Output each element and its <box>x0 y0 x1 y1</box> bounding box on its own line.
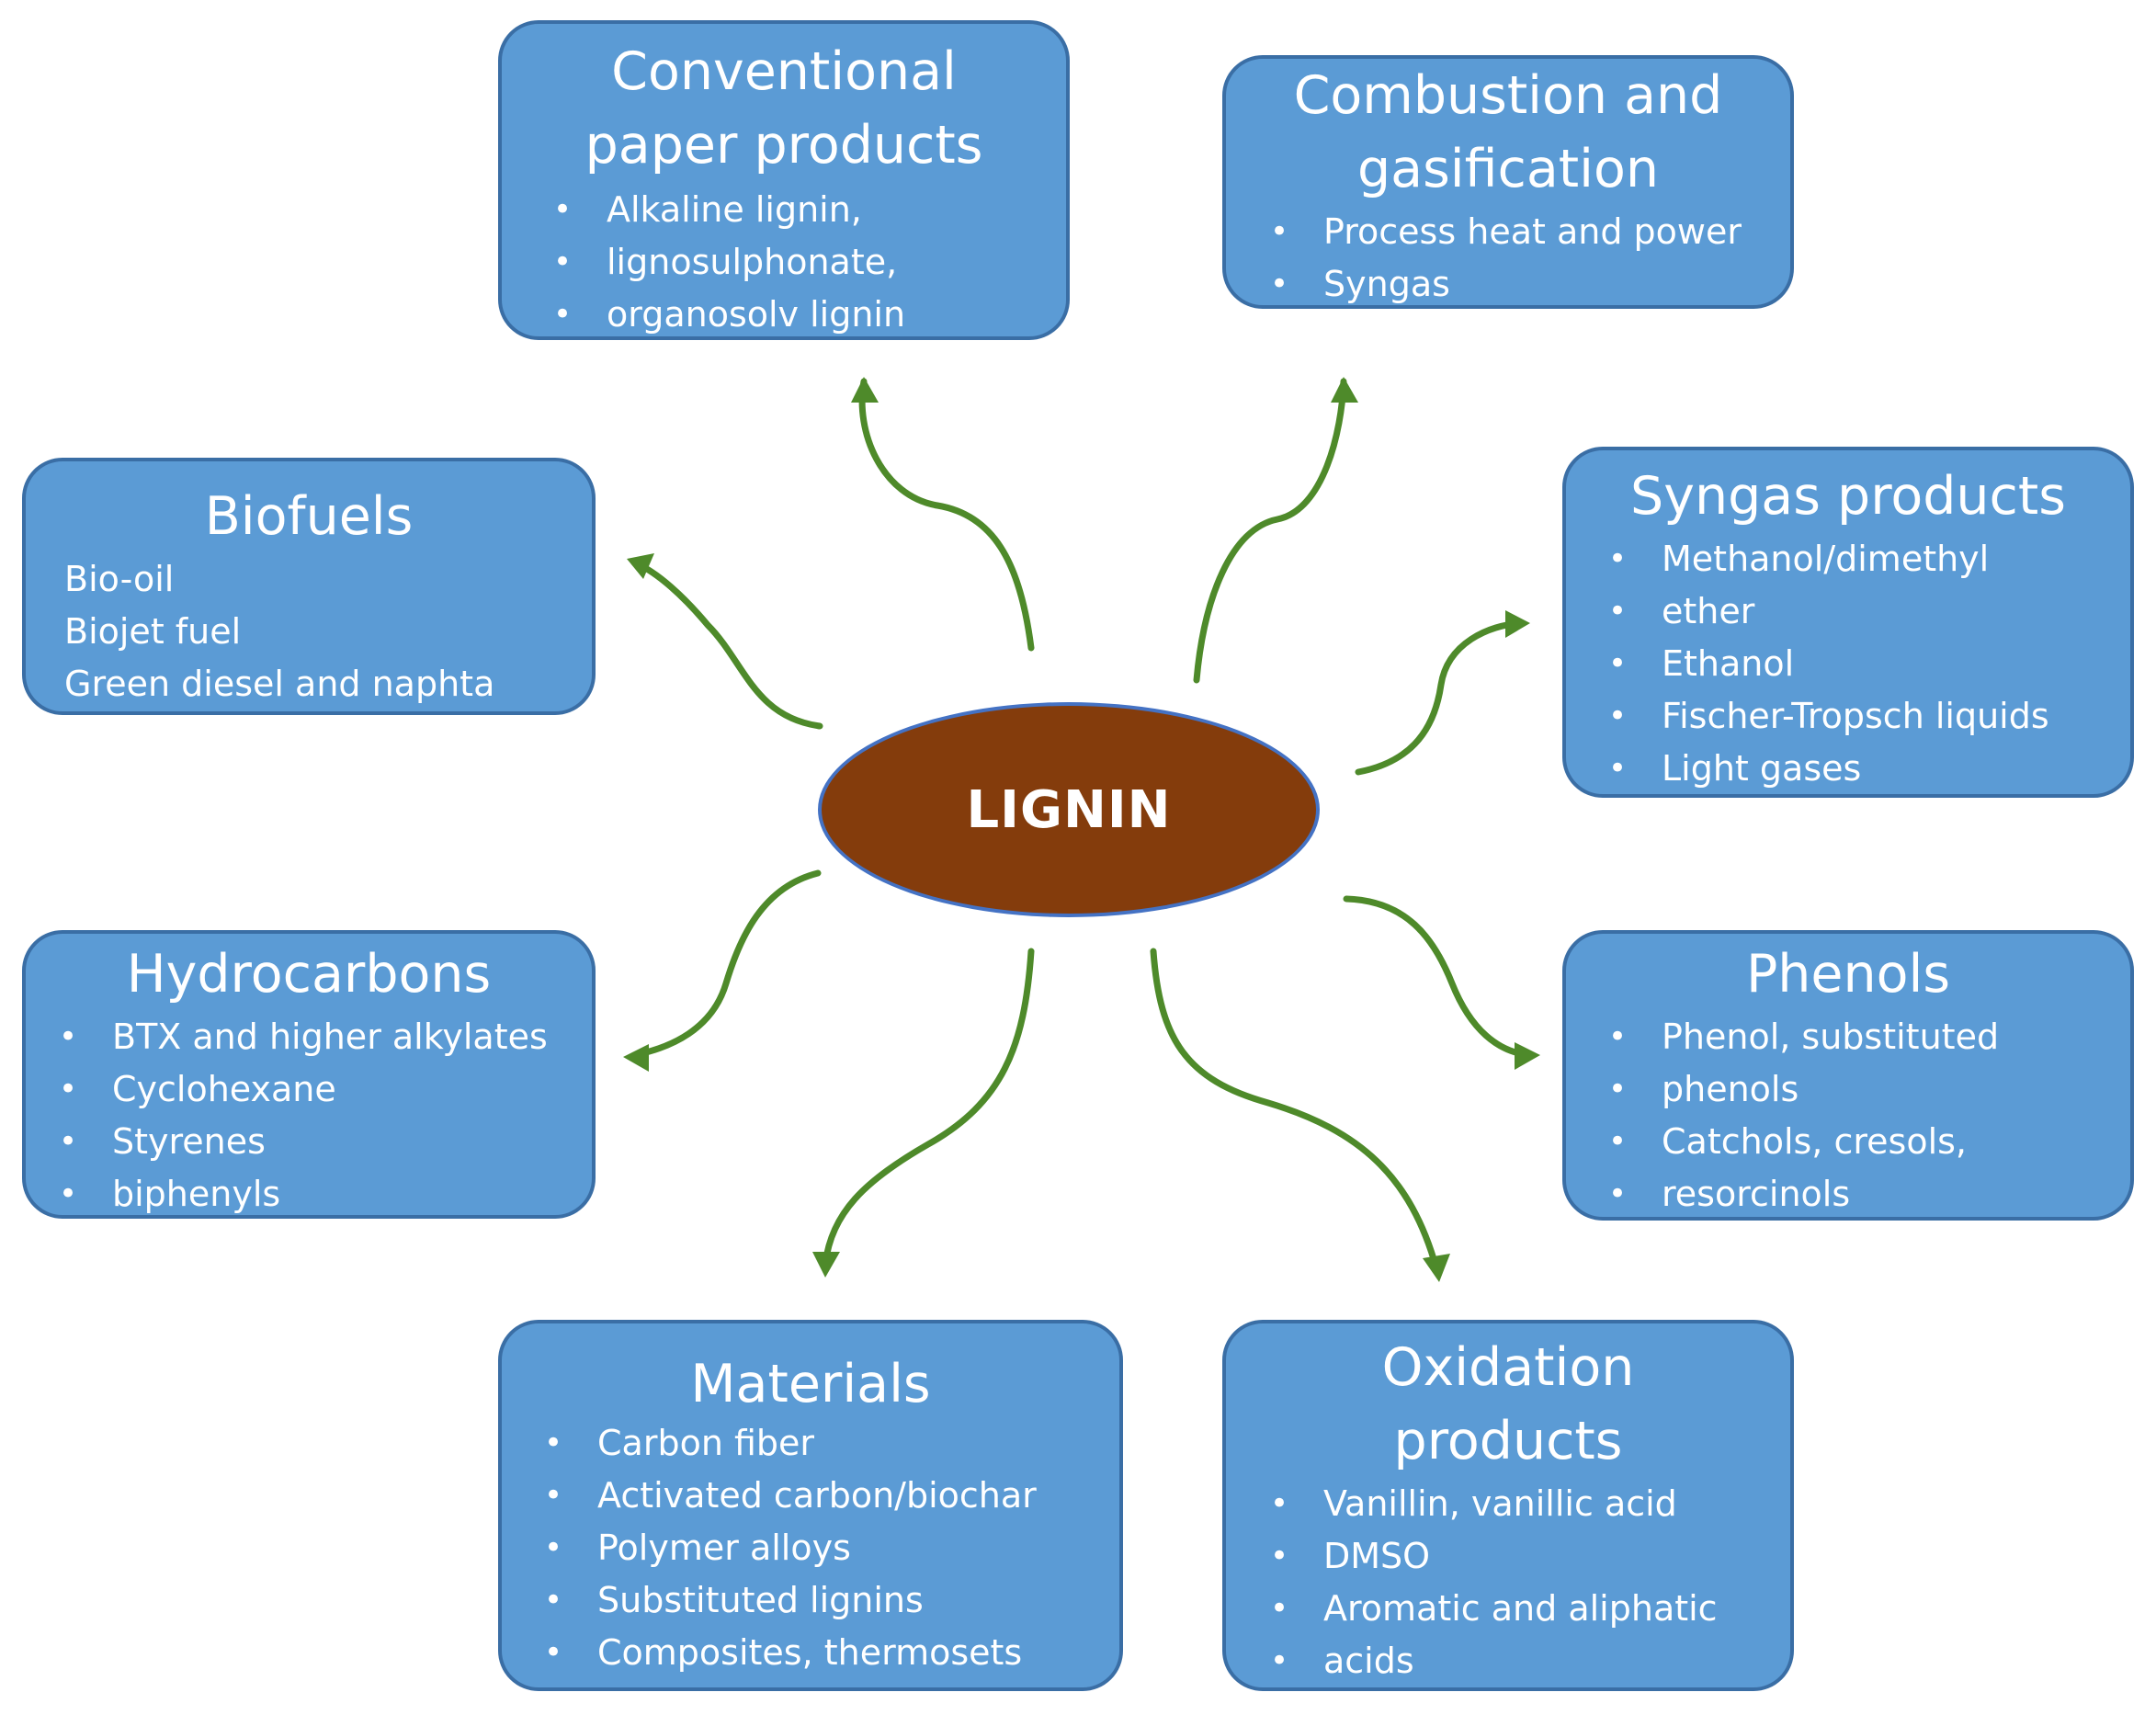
box-title-line: products <box>1393 1411 1623 1471</box>
arrowhead-materials <box>812 1252 840 1278</box>
arrow-to-hydrocarbons <box>630 869 822 1059</box>
box-item: Aromatic and aliphatic <box>1265 1583 1790 1635</box>
box-item: lignosulphonate, <box>548 236 1066 289</box>
box-title-line: Hydrocarbons <box>126 944 492 1005</box>
box-item: Carbon fiber <box>539 1417 1119 1470</box>
box-item: Catchols, cresols, <box>1603 1116 2130 1168</box>
arrow-to-biofuels <box>630 559 823 730</box>
box-item: Styrenes <box>53 1116 592 1168</box>
box-item: Activated carbon/biochar <box>539 1470 1119 1522</box>
box-title-line: paper products <box>584 115 983 176</box>
arrowhead-oxidation <box>1423 1254 1450 1282</box>
box-oxidation-products: Oxidation products Vanillin, vanillic ac… <box>1222 1320 1794 1691</box>
box-item: Methanol/dimethyl <box>1603 533 2130 585</box>
box-title-line: Materials <box>690 1354 931 1414</box>
box-item: DMSO <box>1265 1530 1790 1583</box>
box-materials: Materials Carbon fiber Activated carbon/… <box>498 1320 1123 1691</box>
box-item-continuation: resorcinols <box>1603 1168 2130 1221</box>
box-item: Polymer alloys <box>539 1522 1119 1574</box>
box-title-line: Oxidation <box>1381 1337 1635 1398</box>
arrowhead-paper <box>851 377 879 403</box>
box-syngas-products: Syngas products Methanol/dimethyl ether … <box>1562 447 2134 798</box>
box-phenols: Phenols Phenol, substituted phenols Catc… <box>1562 930 2134 1221</box>
box-item: Composites, thermosets <box>539 1627 1119 1679</box>
box-item-continuation: ether <box>1603 585 2130 638</box>
box-item: Green diesel and naphta <box>64 664 495 704</box>
arrowhead-biofuels <box>627 553 654 579</box>
arrow-to-oxidation <box>1150 948 1440 1272</box>
box-combustion-gasification: Combustion and gasification Process heat… <box>1222 55 1794 311</box>
box-title-line: Conventional <box>611 41 957 102</box>
arrow-to-syngas <box>1355 619 1525 776</box>
box-title-line: Biofuels <box>204 486 414 547</box>
box-item: Cyclohexane <box>53 1063 592 1116</box>
box-item: Alkaline lignin, <box>548 184 1066 236</box>
arrow-to-combustion <box>1193 378 1347 684</box>
arrow-to-paper <box>858 378 1035 652</box>
box-conventional-paper-products: Conventional paper products Alkaline lig… <box>498 20 1070 341</box>
box-title-line: Phenols <box>1745 944 1951 1005</box>
box-item: organosolv lignin <box>548 289 1066 341</box>
arrowhead-phenols <box>1515 1042 1540 1070</box>
box-item: BTX and higher alkylates <box>53 1011 592 1063</box>
arrow-to-phenols <box>1343 895 1534 1059</box>
box-title-line: Syngas products <box>1630 466 2066 527</box>
arrowhead-hydrocarbons <box>623 1044 649 1072</box>
box-item: Syngas <box>1265 258 1790 311</box>
box-hydrocarbons: Hydrocarbons BTX and higher alkylates Cy… <box>22 930 596 1221</box>
box-item-continuation: acids <box>1265 1635 1790 1687</box>
box-item: Ethanol <box>1603 638 2130 690</box>
box-item: Biojet fuel <box>64 611 242 652</box>
box-item: biphenyls <box>53 1168 592 1221</box>
lignin-center-node: LIGNIN <box>818 702 1320 917</box>
center-label: LIGNIN <box>966 779 1172 840</box>
arrowhead-combustion <box>1331 377 1358 403</box>
box-item: Phenol, substituted <box>1603 1011 2130 1063</box>
box-item: Vanillin, vanillic acid <box>1265 1478 1790 1530</box>
box-item-continuation: phenols <box>1603 1063 2130 1116</box>
box-item: Bio-oil <box>64 559 175 599</box>
box-item: Substituted lignins <box>539 1574 1119 1627</box>
arrowhead-syngas <box>1505 610 1530 638</box>
box-item: Light gases <box>1603 743 2130 795</box>
box-item: Process heat and power <box>1265 206 1790 258</box>
box-title-line: gasification <box>1356 139 1659 199</box>
box-item: Fischer-Tropsch liquids <box>1603 690 2130 743</box>
arrow-to-materials <box>822 948 1035 1267</box>
box-biofuels: Biofuels Bio-oil Biojet fuel Green diese… <box>22 458 596 715</box>
box-title-line: Combustion and <box>1293 65 1723 126</box>
